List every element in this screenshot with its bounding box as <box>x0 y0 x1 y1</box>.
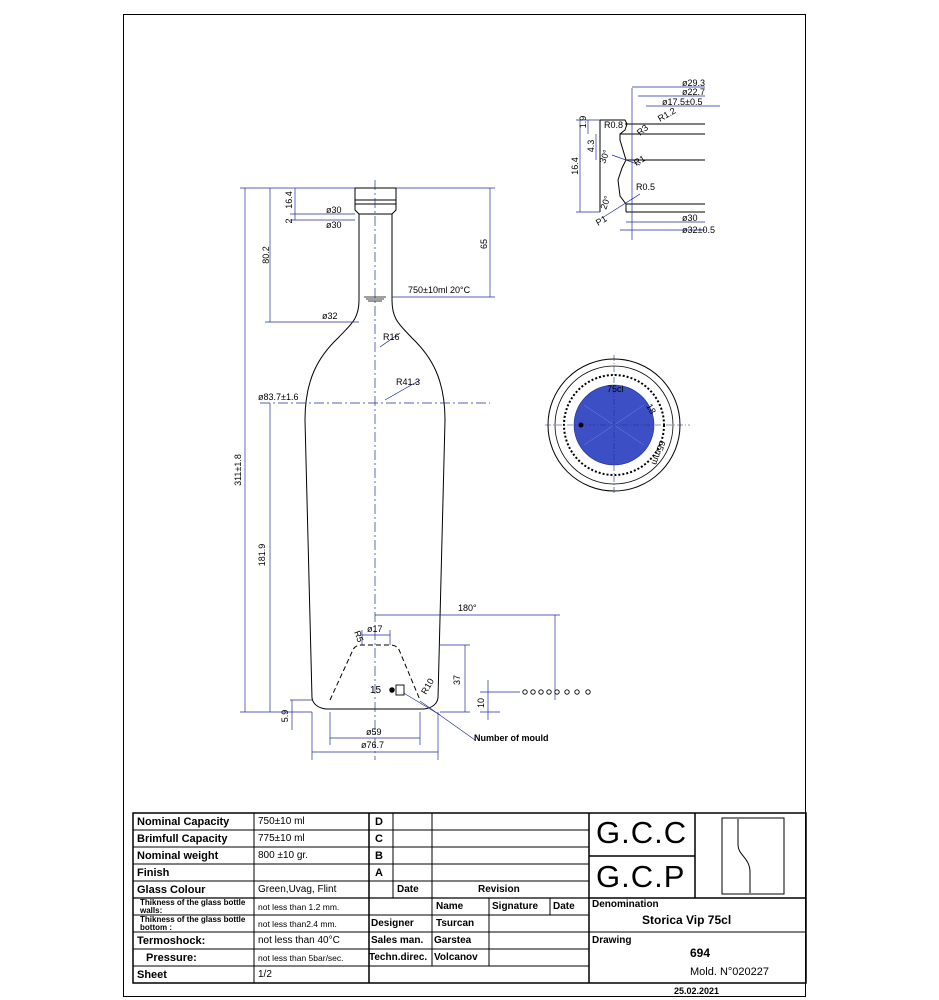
base-label-cl: 75cl <box>607 384 624 394</box>
dim-radius-shoulder: R16 <box>383 332 400 342</box>
company-logo-gcc: G.C.C <box>596 815 688 850</box>
role-techn: Techn.direc. <box>369 952 428 963</box>
finish-r3: R3 <box>635 122 650 137</box>
base-view <box>545 355 690 495</box>
dim-base-dia-inner: ø59 <box>366 727 382 737</box>
finish-r08: R0.8 <box>604 120 623 130</box>
label-wall-thickness: Thikness of the glass bottle walls: <box>140 898 246 915</box>
dim-base-dia-outer: ø76.7 <box>361 740 384 750</box>
finish-r05: R0.5 <box>636 182 655 192</box>
dim-radius-body: R41.3 <box>396 377 420 387</box>
mould-dots <box>389 684 591 696</box>
dim-neck-dia-1: ø30 <box>326 205 342 215</box>
label-sheet: Sheet <box>137 969 167 981</box>
finish-d30: ø30 <box>682 213 698 223</box>
rev-c: C <box>375 833 383 845</box>
rev-header-date: Date <box>397 884 419 895</box>
label-nominal-weight: Nominal weight <box>137 850 219 862</box>
bottle-outline <box>304 187 446 710</box>
finish-p1: P1 <box>594 214 609 228</box>
finish-d2: ø22.7 <box>682 87 705 97</box>
label-finish: Finish <box>137 867 170 879</box>
finish-r1: R1.2 <box>656 106 677 124</box>
value-wall-thickness: not less than 1.2 mm. <box>258 902 340 912</box>
dim-neck-base-dia: ø32 <box>322 311 338 321</box>
finish-a20: 20° <box>598 194 612 211</box>
value-nominal-capacity: 750±10 ml <box>258 816 305 827</box>
label-brimfull-capacity: Brimfull Capacity <box>137 833 228 845</box>
drawing-number: 694 <box>690 946 711 960</box>
drawing-label: Drawing <box>592 935 632 946</box>
main-dimension-lines <box>240 187 560 760</box>
label-bottom-thickness: Thikness of the glass bottle bottom : <box>140 915 246 932</box>
finish-d32: ø32±0.5 <box>682 225 715 235</box>
dim-dots-spacing: 10 <box>476 698 486 708</box>
sign-header-date: Date <box>553 901 575 912</box>
value-nominal-weight: 800 ±10 gr. <box>258 850 308 861</box>
dim-base-radius: R10 <box>419 677 436 696</box>
value-termoshock: not less than 40°C <box>258 935 340 946</box>
value-bottom-thickness: not less than2.4 mm. <box>258 919 337 929</box>
name-techn: Volcanov <box>434 952 478 963</box>
finish-detail <box>599 119 705 213</box>
denomination-label: Denomination <box>592 899 659 910</box>
dim-angle: 180° <box>458 603 477 613</box>
role-sales: Sales man. <box>371 935 424 946</box>
value-pressure: not less than 5bar/sec. <box>258 953 344 963</box>
drawing-date: 25.02.2021 <box>674 986 720 996</box>
bottle-centerline <box>260 180 490 760</box>
dim-punt-dia: ø17 <box>367 624 383 634</box>
dim-punt-height: 37 <box>452 675 462 685</box>
finish-dimension-lines <box>576 86 720 240</box>
role-designer: Designer <box>371 918 414 929</box>
dim-finish-top: 2 <box>284 218 294 223</box>
finish-h19: 1.9 <box>578 116 588 129</box>
label-pressure: Pressure: <box>146 952 197 964</box>
rev-b: B <box>375 850 383 862</box>
denomination-value: Storica Vip 75cl <box>642 913 732 927</box>
mold-number: Mold. N°020227 <box>690 966 770 978</box>
label-termoshock: Termoshock: <box>137 935 206 947</box>
value-brimfull-capacity: 775±10 ml <box>258 833 305 844</box>
rev-a: A <box>375 867 383 879</box>
value-glass-colour: Green,Uvag, Flint <box>258 884 337 895</box>
dim-base-height: 5.9 <box>280 710 290 723</box>
finish-d1: ø29.3 <box>682 78 705 88</box>
finish-h43: 4.3 <box>586 140 596 153</box>
dim-neck-height: 80.2 <box>261 246 271 264</box>
label-glass-colour: Glass Colour <box>137 884 206 896</box>
dim-total-height: 311±1.8 <box>233 454 243 486</box>
fill-level-mark <box>364 296 386 302</box>
finish-d3: ø17.5±0.5 <box>662 97 702 107</box>
value-sheet: 1/2 <box>258 969 272 980</box>
name-designer: Tsurcan <box>436 918 475 929</box>
number-of-mould-label: Number of mould <box>474 733 549 743</box>
sign-header-name: Name <box>436 901 464 912</box>
base-label-18: 18 <box>644 402 658 416</box>
finish-a30: 30° <box>597 148 611 165</box>
finish-r1b: R1 <box>632 153 647 167</box>
dim-neck-dia-2: ø30 <box>326 220 342 230</box>
dim-finish-height: 16.4 <box>284 191 294 209</box>
dim-body-height: 181.9 <box>257 544 267 567</box>
sign-header-signature: Signature <box>492 901 539 912</box>
dim-body-dia: ø83.7±1.6 <box>258 392 298 402</box>
label-nominal-capacity: Nominal Capacity <box>137 816 230 828</box>
rev-header-revision: Revision <box>478 884 520 895</box>
name-sales: Garstea <box>434 935 472 946</box>
title-block-grid <box>132 812 807 984</box>
finish-h164: 16.4 <box>570 157 580 175</box>
dim-punt-radius: R5 <box>352 629 365 643</box>
rev-d: D <box>375 816 383 828</box>
mould-digit: 15 <box>370 685 382 696</box>
dim-fill-height: 65 <box>479 239 489 249</box>
company-logo-gcp: G.C.P <box>596 859 686 894</box>
base-label-mm: 65mm <box>650 439 668 466</box>
dim-capacity-note: 750±10ml 20°C <box>408 285 471 295</box>
drawing-frame <box>123 14 806 997</box>
